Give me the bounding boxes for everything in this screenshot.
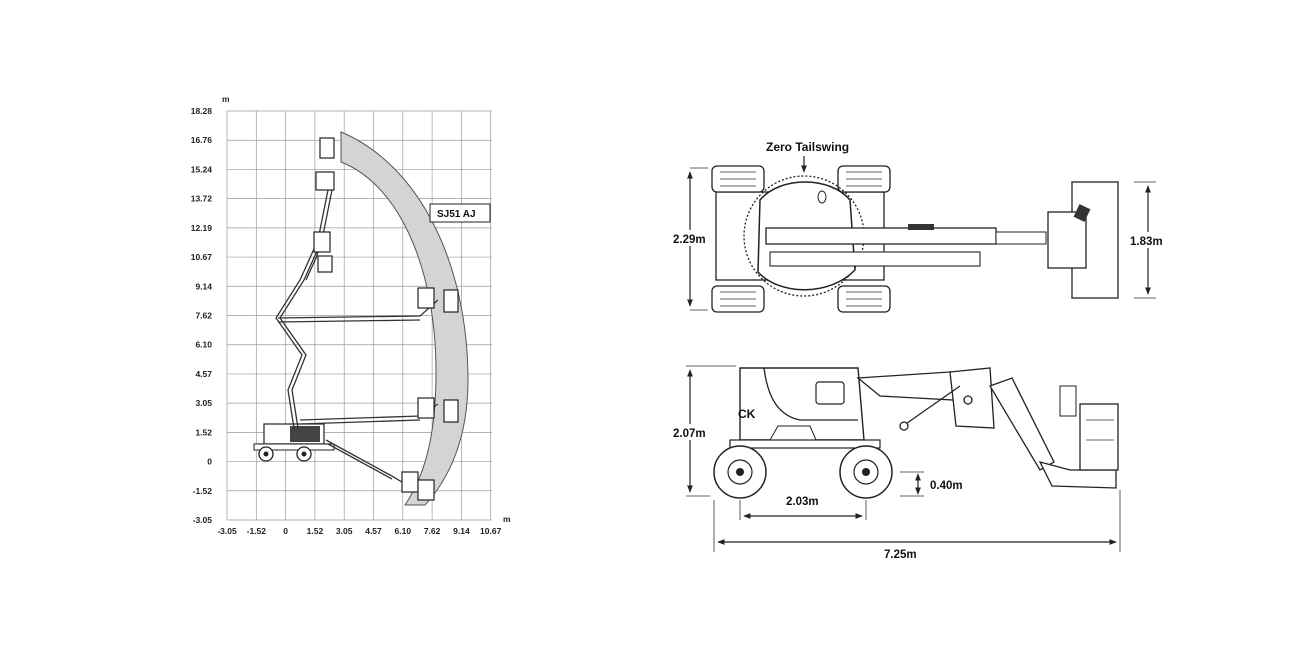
side-view: CK 2.07m 0. bbox=[672, 365, 1121, 561]
y-tick-label: -1.52 bbox=[193, 486, 213, 496]
x-tick-label: -1.52 bbox=[247, 526, 267, 536]
y-tick-label: 10.67 bbox=[191, 252, 213, 262]
y-tick-labels: 18.28 16.76 15.24 13.72 12.19 10.67 9.14 7.62 6.… bbox=[191, 106, 213, 525]
top-width-dim: 2.29m bbox=[673, 234, 706, 246]
y-tick-label: 3.05 bbox=[195, 398, 212, 408]
x-tick-label: 7.62 bbox=[424, 526, 441, 536]
x-tick-label: 0 bbox=[283, 526, 288, 536]
zero-tailswing-label: Zero Tailswing bbox=[766, 140, 849, 154]
x-tick-label: 10.67 bbox=[480, 526, 502, 536]
side-height-dim: 2.07m bbox=[673, 428, 706, 440]
y-tick-label: 13.72 bbox=[191, 194, 213, 204]
top-view: Zero Tailswing 2.29m bbox=[672, 140, 1168, 313]
y-tick-label: 12.19 bbox=[191, 223, 213, 233]
y-tick-label: 7.62 bbox=[195, 311, 212, 321]
x-unit-label: m bbox=[503, 514, 511, 524]
side-wheelbase-dim: 2.03m bbox=[786, 496, 819, 508]
y-tick-label: 0 bbox=[207, 457, 212, 467]
x-tick-label: 9.14 bbox=[453, 526, 470, 536]
y-tick-label: 16.76 bbox=[191, 135, 213, 145]
x-tick-label: 4.57 bbox=[365, 526, 382, 536]
y-tick-label: 6.10 bbox=[195, 340, 212, 350]
side-platform bbox=[1079, 403, 1119, 471]
top-platform-dim: 1.83m bbox=[1130, 236, 1163, 248]
side-clearance-dim: 0.40m bbox=[930, 480, 963, 492]
side-length-dim: 7.25m bbox=[884, 549, 917, 561]
y-unit-label: m bbox=[222, 94, 230, 104]
chart-platforms bbox=[313, 137, 459, 501]
y-tick-label: 1.52 bbox=[195, 427, 212, 437]
x-tick-labels: -3.05 -1.52 0 1.52 3.05 4.57 6.10 7.62 9.14 10.67 bbox=[217, 526, 501, 536]
chart-machine-base bbox=[253, 423, 335, 462]
side-brand-mark: CK bbox=[738, 407, 756, 421]
top-boom bbox=[765, 227, 997, 245]
y-tick-label: 4.57 bbox=[195, 369, 212, 379]
x-tick-label: 3.05 bbox=[336, 526, 353, 536]
reach-chart: SJ51 AJ m m 18.28 16.76 15.24 13.72 12.19 10.… bbox=[191, 94, 511, 536]
model-label: SJ51 AJ bbox=[437, 209, 476, 220]
x-tick-label: -3.05 bbox=[217, 526, 237, 536]
x-tick-label: 1.52 bbox=[307, 526, 324, 536]
x-tick-label: 6.10 bbox=[395, 526, 412, 536]
y-tick-label: 9.14 bbox=[195, 281, 212, 291]
reach-envelope bbox=[340, 131, 469, 506]
side-boom bbox=[856, 367, 1117, 489]
model-label-box bbox=[429, 203, 491, 223]
y-tick-label: 18.28 bbox=[191, 106, 213, 116]
y-tick-label: -3.05 bbox=[193, 515, 213, 525]
y-tick-label: 15.24 bbox=[191, 164, 213, 174]
